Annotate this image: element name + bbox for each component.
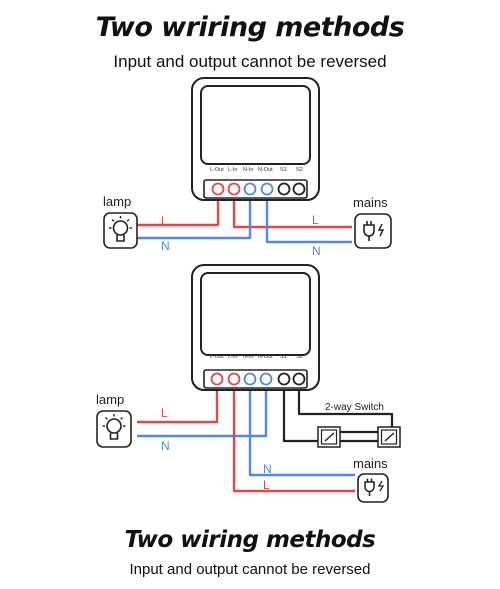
terminal-label-s2: S2	[296, 354, 303, 360]
terminal-screw-n-out	[260, 182, 274, 196]
bottom-subtitle: Input and output cannot be reversed	[129, 561, 371, 578]
neutral-wire-lamp-2	[137, 380, 268, 438]
terminal-screw-n-in	[243, 182, 257, 196]
wire-label-n-right: N	[312, 244, 321, 258]
terminal-labels: L-Out L-In N-In N-Out S1 S2	[210, 167, 303, 173]
top-subtitle: Input and output cannot be reversed	[113, 52, 387, 71]
terminal-screw-l-out	[210, 372, 224, 386]
live-wire-mains	[232, 190, 352, 229]
terminal-label-s1: S1	[280, 354, 287, 360]
neutral-wire-mains	[265, 190, 352, 244]
lamp-label: lamp	[103, 194, 131, 209]
terminal-label-s1: S1	[280, 167, 287, 173]
diagram-2: L-Out L-In N-In N-Out S1 S2 2-way Swi	[96, 264, 401, 503]
relay-module-face	[200, 85, 311, 165]
wire-label-l-right: L	[312, 213, 319, 227]
terminal-label-n-out: N-Out	[258, 167, 273, 173]
wire-label-n-left: N	[161, 239, 170, 253]
wire-label-l-left: L	[161, 406, 168, 420]
live-wire-lamp	[137, 190, 220, 227]
terminal-labels-2: L-Out L-In N-In N-Out S1 S2	[210, 354, 303, 360]
terminal-screw-s2	[292, 372, 306, 386]
terminal-screw-n-in	[243, 372, 257, 386]
live-wire-mains-2	[232, 380, 355, 493]
live-wire-lamp-2	[137, 380, 219, 424]
wire-label-n-left: N	[161, 439, 170, 453]
lamp-label: lamp	[96, 392, 124, 407]
terminal-screw-l-in	[227, 182, 241, 196]
terminal-screw-s1	[277, 182, 291, 196]
plug-icon	[357, 473, 389, 503]
two-way-switch-1	[317, 426, 341, 448]
bottom-title: Two wiring methods	[124, 527, 376, 553]
terminal-label-s2: S2	[296, 167, 303, 173]
wire-label-n-bottom: N	[263, 462, 272, 476]
switch-wire-s1	[282, 380, 318, 443]
terminal-screw-s2	[292, 182, 306, 196]
lamp-icon	[96, 410, 132, 448]
switch-wire-s2	[297, 380, 394, 431]
terminal-label-l-in: L-In	[228, 167, 237, 173]
terminal-label-n-out: N-Out	[258, 354, 273, 360]
terminal-label-l-out: L-Out	[210, 167, 224, 173]
terminal-screw-l-out	[211, 182, 225, 196]
neutral-wire-mains-2	[248, 380, 355, 477]
two-way-switch-2	[377, 426, 401, 448]
wire-label-l-left: L	[161, 214, 168, 228]
mains-label: mains	[353, 456, 388, 471]
top-title: Two wriring methods	[95, 12, 405, 43]
diagram-1: L-Out L-In N-In N-Out S1 S2 L N L N lamp	[103, 77, 392, 258]
plug-icon	[354, 213, 392, 249]
neutral-wire-lamp	[137, 190, 252, 240]
terminal-label-n-in: N-In	[243, 167, 253, 173]
terminal-screw-n-out	[259, 372, 273, 386]
terminal-label-n-in: N-In	[243, 354, 253, 360]
terminal-screw-s1	[277, 372, 291, 386]
terminal-label-l-out: L-Out	[210, 354, 224, 360]
lamp-icon	[103, 212, 138, 249]
relay-module-face-2	[200, 272, 311, 356]
switch-label: 2-way Switch	[325, 402, 384, 413]
wire-label-l-bottom: L	[263, 478, 270, 492]
terminal-screw-l-in	[227, 372, 241, 386]
mains-label: mains	[353, 195, 388, 210]
terminal-label-l-in: L-In	[228, 354, 237, 360]
